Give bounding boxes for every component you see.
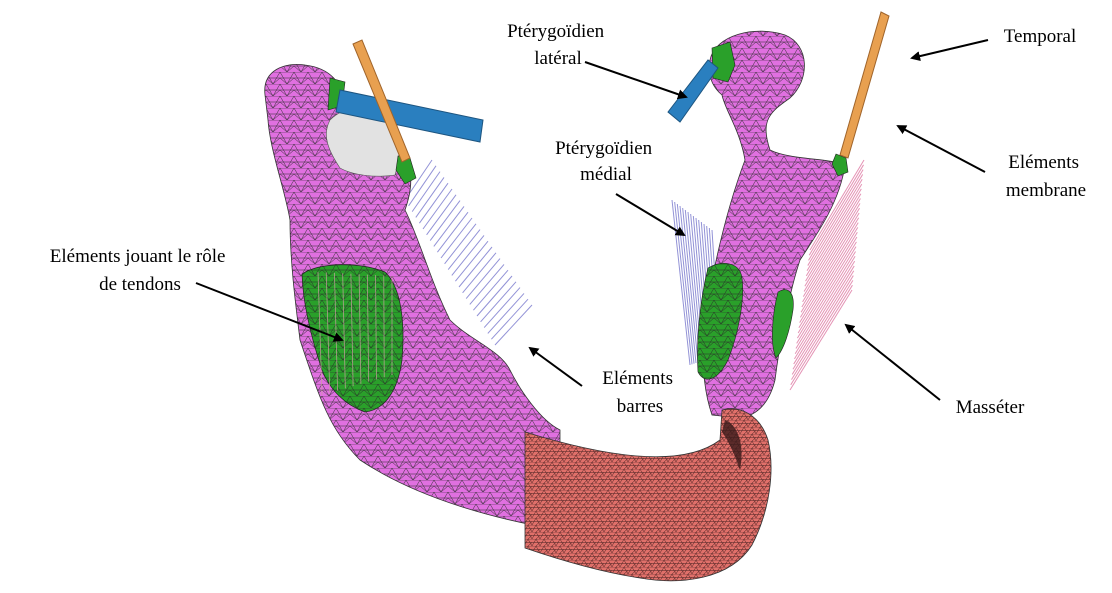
bar-element-line [459, 247, 492, 287]
bar-element-line [491, 299, 528, 339]
bar-element-line [416, 177, 444, 217]
bar-element-line [463, 253, 496, 293]
bar-element-line [495, 305, 532, 345]
label-pterygoidien-lateral-line2: latéral [534, 48, 581, 69]
arrow-temporal [912, 40, 988, 58]
label-masseter: Masséter [956, 397, 1025, 418]
masseter-fibre [796, 251, 856, 348]
masseter-fibre [791, 280, 852, 379]
arrow-masseter [846, 325, 940, 400]
masseter-fibre [790, 290, 852, 390]
bar-element-line [412, 172, 440, 212]
label-elements-tendons-line2: de tendons [99, 274, 181, 295]
svg-text:Temporal: Temporal [1004, 26, 1077, 47]
bar-element-line [423, 189, 452, 229]
masseter-fibre [797, 247, 856, 344]
masseter-fibre [797, 242, 856, 338]
masseter-fibre [793, 271, 854, 370]
svg-text:Ptérygoïdien latéral: Ptérygoïdien latéral [507, 21, 609, 69]
arrow-elements-barres [530, 348, 582, 386]
svg-text:Ptérygoïdien médial: Ptérygoïdien médial [555, 138, 657, 185]
bar-element-line [441, 218, 472, 258]
svg-text:Masséter: Masséter [956, 397, 1025, 418]
label-temporal: Temporal [1004, 26, 1077, 47]
bar-element-line [445, 224, 476, 264]
medial-pterygoid-fibre [683, 208, 698, 362]
labels: Ptérygoïdien latéral Temporal Ptérygoïdi… [50, 21, 1086, 418]
masseter-fibre [791, 285, 853, 385]
bar-element-line [477, 276, 512, 316]
masseter-fibre [792, 276, 853, 375]
label-elements-membrane-line1: Eléments [1008, 152, 1079, 173]
bar-element-line [470, 264, 504, 304]
label-pterygoidien-medial-line1: Ptérygoïdien [555, 138, 653, 159]
bar-element-line [484, 288, 520, 328]
mandible-body [525, 409, 771, 581]
label-elements-barres-line2: barres [617, 396, 663, 417]
bar-element-line [437, 212, 468, 252]
arrow-pterygoidien-lateral [585, 62, 686, 97]
svg-text:Eléments jouant le rôle: Eléments jouant le rôle de tendons [50, 246, 230, 295]
svg-text:Eléments membrane: Eléments membrane [1006, 152, 1086, 201]
label-pterygoidien-lateral-line1: Ptérygoïdien [507, 21, 605, 42]
label-pterygoidien-medial-line2: médial [580, 164, 632, 185]
bar-element-line [473, 270, 508, 310]
bar-element-line [488, 293, 524, 333]
bar-element-line [452, 235, 484, 275]
bar-element-line [481, 282, 516, 322]
masseter-fibre [795, 256, 855, 353]
masseter-fibre [794, 261, 854, 359]
label-elements-membrane-line2: membrane [1006, 180, 1086, 201]
label-elements-tendons-line1: Eléments jouant le rôle [50, 246, 226, 267]
medial-pterygoid-fibre [680, 206, 696, 363]
arrow-elements-membrane [898, 126, 985, 172]
bar-element-line [448, 230, 480, 270]
bar-element-line [430, 201, 460, 241]
bar-element-line [427, 195, 456, 235]
bar-element-line [466, 259, 500, 299]
bar-element-line [455, 241, 488, 281]
bar-element-line [434, 206, 464, 246]
masseter-fibre [794, 266, 855, 364]
svg-text:Eléments barres: Eléments barres [602, 368, 677, 417]
label-elements-barres-line1: Eléments [602, 368, 673, 389]
bar-element-line [419, 183, 448, 223]
